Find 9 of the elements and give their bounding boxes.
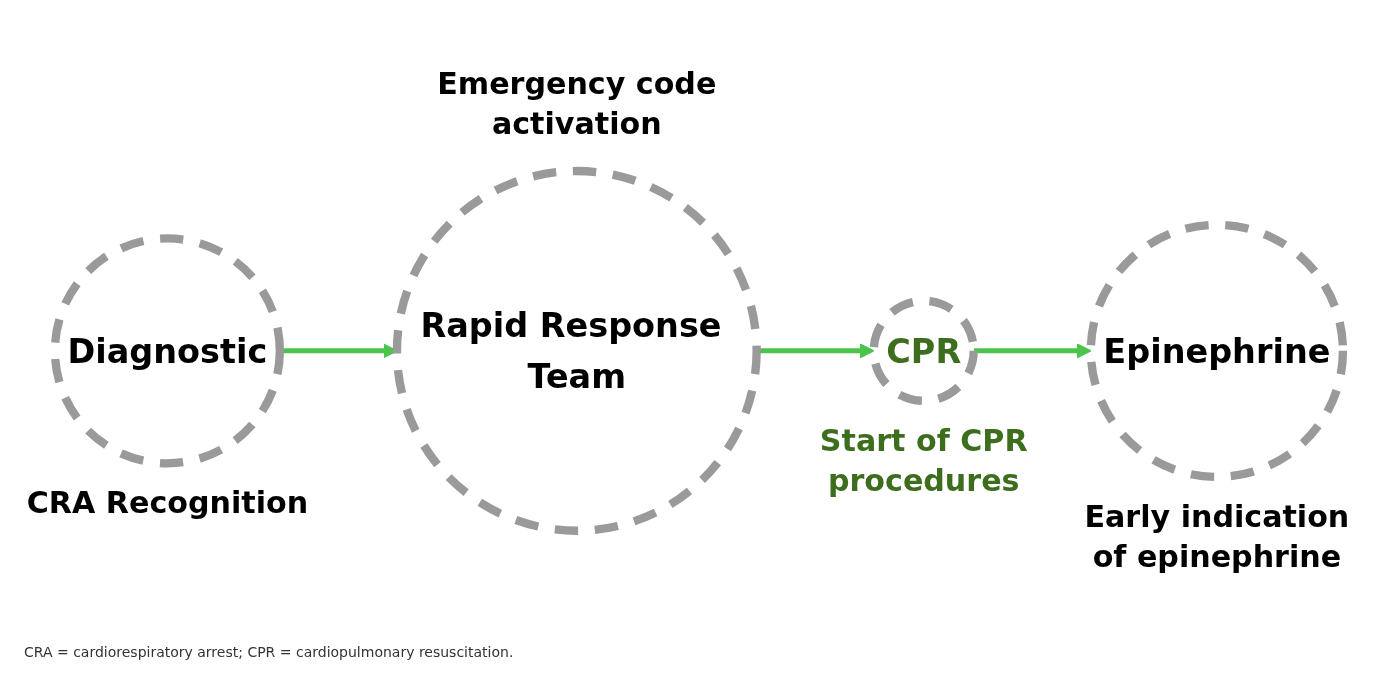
- caption: CRA = cardiorespiratory arrest; CPR = cardiopulmonary resuscitation.: [24, 644, 514, 660]
- node-circle: Diagnostic: [50, 234, 284, 468]
- node-circle: CPR: [869, 296, 978, 405]
- step-caption: Emergency code activation: [437, 66, 717, 142]
- node-circle: Epinephrine: [1086, 220, 1348, 482]
- node-circle: Rapid Response Team: [392, 166, 761, 535]
- step-caption: CRA Recognition: [26, 485, 309, 521]
- step-caption: Early indication of epinephrine: [1084, 499, 1350, 575]
- step-caption: Start of CPR procedures: [819, 423, 1028, 499]
